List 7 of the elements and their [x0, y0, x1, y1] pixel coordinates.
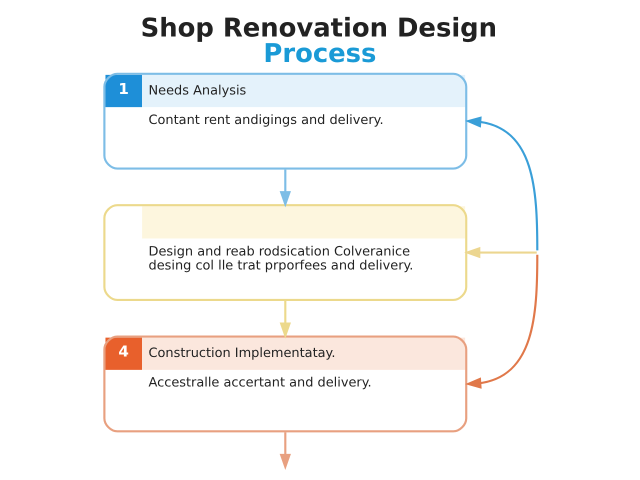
arrow — [464, 116, 538, 250]
arrow — [279, 170, 290, 208]
arrow — [464, 246, 536, 258]
diagram-title: Shop Renovation Design Process — [140, 13, 497, 70]
arrow — [279, 301, 290, 339]
arrow — [464, 254, 538, 389]
arrow — [279, 432, 290, 470]
